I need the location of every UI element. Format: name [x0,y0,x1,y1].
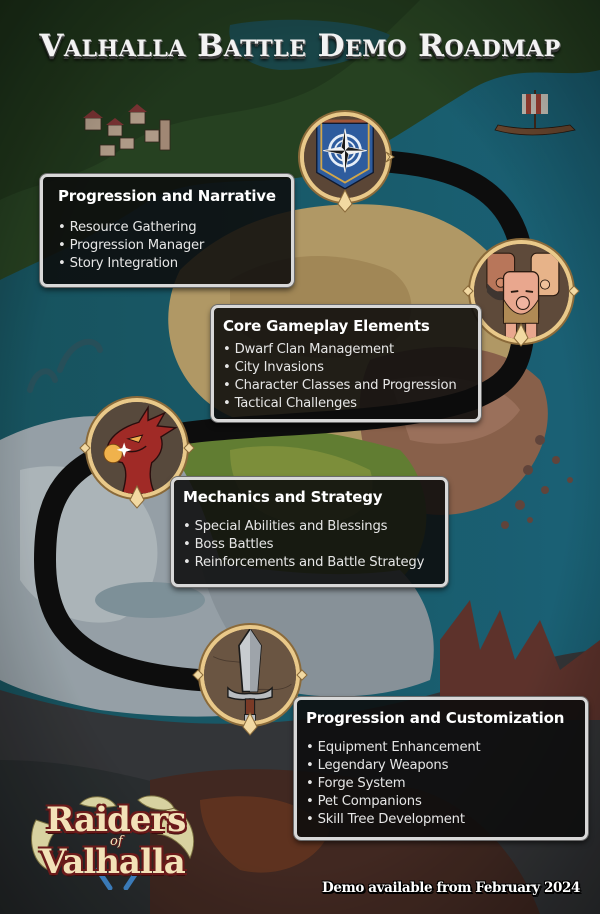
page-title: Valhalla Battle Demo Roadmap [39,28,561,64]
logo-line-2: Valhalla [40,842,186,882]
stage-feature-list: Special Abilities and Blessings Boss Bat… [183,518,445,572]
feature-item: Character Classes and Progression [223,377,478,395]
feature-item: Boss Battles [183,536,445,554]
feature-item: Resource Gathering [58,219,291,237]
feature-item: Dwarf Clan Management [223,341,478,359]
stage-4-medallion[interactable] [200,625,300,725]
feature-item: Story Integration [58,255,291,273]
stage-feature-list: Resource Gathering Progression Manager S… [58,219,291,273]
stage-card-core-gameplay: Core Gameplay Elements Dwarf Clan Manage… [211,305,481,422]
stage-feature-list: Equipment Enhancement Legendary Weapons … [306,739,585,829]
stage-1-medallion[interactable] [300,112,390,202]
feature-item: Tactical Challenges [223,395,478,413]
logo-of: of [110,834,123,849]
crossed-axes-icon [31,795,195,890]
stage-card-progression-narrative: Progression and Narrative Resource Gathe… [40,174,294,287]
feature-item: Progression Manager [58,237,291,255]
feature-item: Special Abilities and Blessings [183,518,445,536]
feature-item: Equipment Enhancement [306,739,585,757]
feature-item: Forge System [306,775,585,793]
sword-icon [204,629,296,721]
feature-item: City Invasions [223,359,478,377]
stage-feature-list: Dwarf Clan Management City Invasions Cha… [223,341,478,413]
stage-title: Progression and Narrative [58,187,276,205]
red-dragon-icon [91,402,183,494]
dwarf-clan-icon [474,244,569,339]
banner-compass-icon [304,116,386,198]
feature-item: Pet Companions [306,793,585,811]
stage-title: Progression and Customization [306,709,565,727]
stage-title: Mechanics and Strategy [183,488,383,506]
demo-availability-note: Demo available from February 2024 [322,880,580,896]
stage-2-medallion[interactable] [470,240,573,343]
raiders-of-valhalla-logo: Raiders of Valhalla [18,790,218,890]
logo-line-1: Raiders [46,800,186,840]
stage-card-progression-customization: Progression and Customization Equipment … [294,697,588,840]
stage-card-mechanics-strategy: Mechanics and Strategy Special Abilities… [171,477,448,587]
feature-item: Legendary Weapons [306,757,585,775]
stage-title: Core Gameplay Elements [223,317,430,335]
feature-item: Skill Tree Development [306,811,585,829]
feature-item: Reinforcements and Battle Strategy [183,554,445,572]
